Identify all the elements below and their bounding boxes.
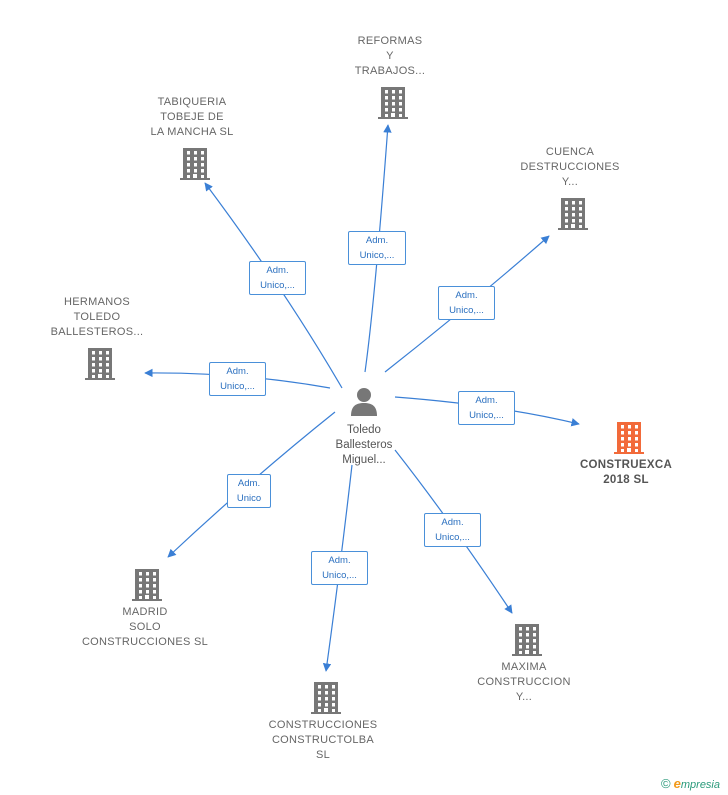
- edge-label-madrid[interactable]: Adm. Unico: [227, 474, 271, 508]
- company-label-line: CONSTRUCCIONES: [268, 719, 378, 731]
- edge-label-line: Unico,...: [469, 410, 504, 421]
- edge-label-line: Unico,...: [260, 280, 295, 291]
- edge-label-hermanos[interactable]: Adm. Unico,...: [209, 362, 266, 396]
- company-label-line: Y: [386, 50, 394, 62]
- building-icon: [85, 348, 115, 380]
- company-label-line: TOLEDO: [73, 311, 121, 323]
- edge-label-line: Unico,...: [449, 305, 484, 316]
- company-label: HERMANOS TOLEDO BALLESTEROS...: [22, 295, 172, 340]
- company-label-line: MAXIMA: [501, 661, 547, 673]
- edge-label-line: Adm.: [237, 478, 261, 489]
- building-icon: [614, 422, 644, 454]
- edge-reformas: [364, 124, 392, 373]
- company-label: MADRID SOLO CONSTRUCCIONES SL: [60, 605, 230, 650]
- edge-label-construexca[interactable]: Adm. Unico,...: [458, 391, 515, 425]
- building-icon: [311, 682, 341, 714]
- edge-label-constructolba[interactable]: Adm. Unico,...: [311, 551, 368, 585]
- company-label: TABIQUERIA TOBEJE DE LA MANCHA SL: [117, 95, 267, 140]
- company-label-line: Y...: [561, 176, 579, 188]
- edge-label-line: Adm.: [266, 265, 289, 276]
- edge-label-line: Unico,...: [435, 532, 470, 543]
- center-person-label: Toledo Ballesteros Miguel...: [335, 424, 393, 466]
- edge-label-line: Adm.: [365, 235, 389, 246]
- edge-label-cuenca[interactable]: Adm. Unico,...: [438, 286, 495, 320]
- company-label-line: CONSTRUCCIONES SL: [81, 636, 209, 648]
- company-label-line: TRABAJOS...: [354, 65, 426, 77]
- edge-label-line: Unico,...: [359, 250, 395, 261]
- building-icon: [378, 87, 408, 119]
- edge-label-maxima[interactable]: Adm. Unico,...: [424, 513, 481, 547]
- company-label: MAXIMA CONSTRUCCION Y...: [449, 660, 599, 705]
- edge-label-line: Adm.: [475, 395, 498, 406]
- edge-label-line: Adm.: [441, 517, 464, 528]
- company-label-line: CONSTRUCTOLBA: [271, 734, 375, 746]
- edge-label-reformas[interactable]: Adm. Unico,...: [348, 231, 406, 265]
- company-label-line: CONSTRUCCION: [477, 676, 571, 688]
- company-label-line: HERMANOS: [64, 296, 130, 308]
- company-label: CONSTRUEXCA 2018 SL: [551, 458, 701, 488]
- company-label-line: LA MANCHA SL: [150, 126, 234, 138]
- company-label-line: BALLESTEROS...: [50, 326, 144, 338]
- edge-label-line: Adm.: [226, 366, 249, 377]
- building-icon: [558, 198, 588, 230]
- edge-label-tabiqueria[interactable]: Adm. Unico,...: [249, 261, 306, 295]
- building-icon: [132, 569, 162, 601]
- brand-watermark: © empresia: [660, 776, 720, 791]
- building-icon: [180, 148, 210, 180]
- company-label-line: DESTRUCCIONES: [520, 161, 620, 173]
- company-label-line: CUENCA: [545, 146, 595, 158]
- company-label-line: CONSTRUEXCA: [579, 459, 673, 471]
- edge-label-line: Unico,...: [322, 570, 357, 581]
- company-label-line: Y...: [515, 691, 533, 703]
- company-label-line: REFORMAS: [357, 35, 423, 47]
- company-label: CUENCA DESTRUCCIONES Y...: [495, 145, 645, 190]
- company-label-line: SOLO: [129, 621, 161, 633]
- person-icon: [351, 388, 377, 416]
- edge-label-line: Adm.: [455, 290, 478, 301]
- company-label-line: TABIQUERIA: [157, 96, 227, 108]
- company-label: REFORMAS Y TRABAJOS...: [325, 34, 455, 79]
- company-label: CONSTRUCCIONES CONSTRUCTOLBA SL: [238, 718, 408, 763]
- company-label-line: TOBEJE DE: [160, 111, 224, 123]
- edge-label-line: Unico,...: [220, 381, 255, 392]
- edge-label-line: Adm.: [328, 555, 351, 566]
- company-label-line: MADRID: [122, 606, 168, 618]
- company-label-line: SL: [315, 749, 331, 761]
- company-label-line: 2018 SL: [603, 474, 649, 486]
- edge-label-line: Unico: [236, 493, 262, 504]
- building-icon: [512, 624, 542, 656]
